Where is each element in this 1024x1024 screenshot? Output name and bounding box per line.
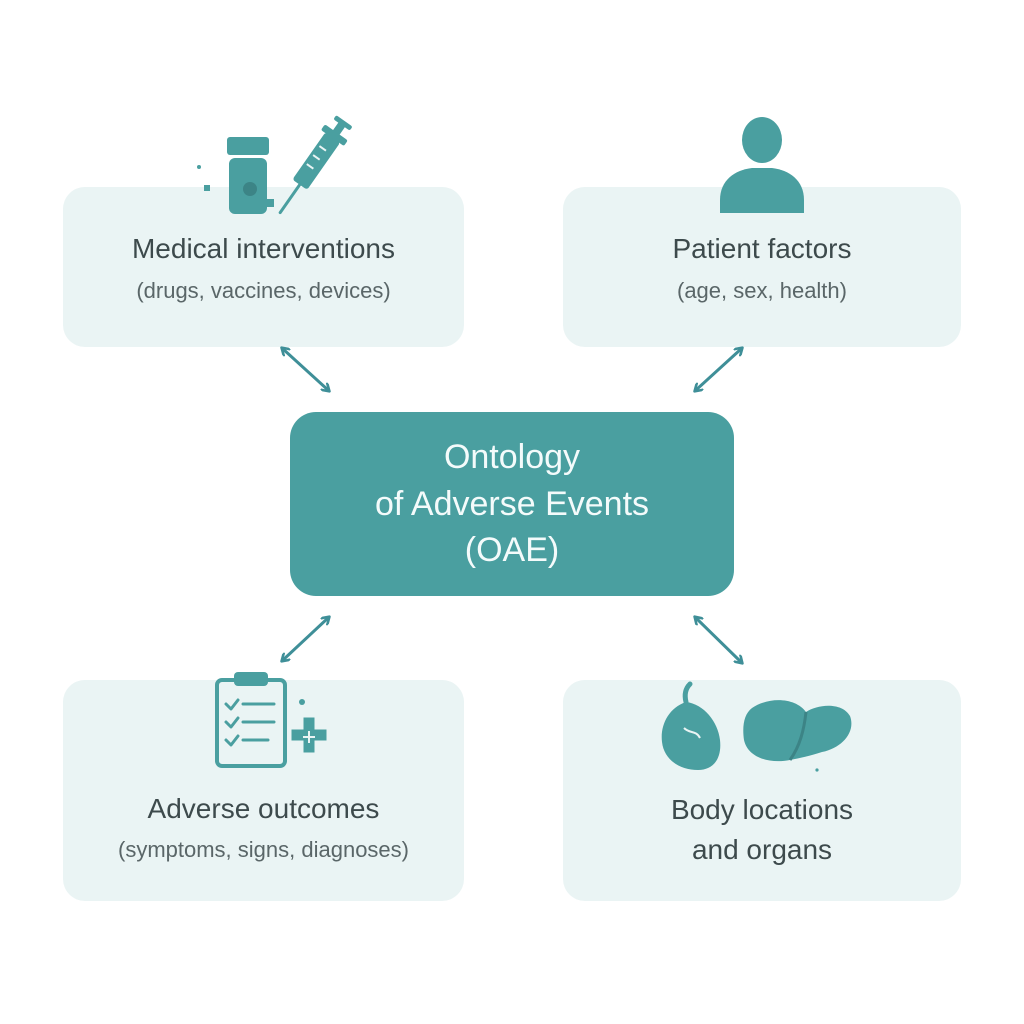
syringe-icon bbox=[278, 115, 352, 215]
adverse-outcomes-card: Adverse outcomes (symptoms, signs, diagn… bbox=[63, 680, 464, 901]
center-title-line1: Ontology bbox=[443, 437, 581, 476]
liver-icon bbox=[743, 700, 852, 772]
medical-interventions-title: Medical interventions bbox=[131, 233, 396, 265]
medical-interventions-subtitle: (drugs, vaccines, devices) bbox=[136, 277, 391, 303]
clipboard-checklist-icon bbox=[215, 672, 330, 768]
body-locations-title-line2: and organs bbox=[691, 833, 833, 865]
center-title-line3: (OAE) bbox=[464, 531, 560, 570]
heart-icon bbox=[661, 681, 721, 770]
arrow-patient-to-center bbox=[696, 349, 741, 390]
center-title-line2: of Adverse Events bbox=[374, 484, 650, 523]
patient-factors-title: Patient factors bbox=[672, 233, 852, 265]
patient-factors-card: Patient factors (age, sex, health) bbox=[563, 187, 961, 347]
adverse-outcomes-title: Adverse outcomes bbox=[147, 792, 380, 824]
oae-center-node: Ontology of Adverse Events (OAE) bbox=[290, 412, 734, 596]
adverse-outcomes-subtitle: (symptoms, signs, diagnoses) bbox=[118, 837, 409, 863]
arrow-center-to-adverse bbox=[283, 618, 328, 660]
pill-bottle-icon bbox=[197, 137, 274, 214]
arrow-medical-to-center bbox=[283, 349, 328, 390]
arrow-center-to-body bbox=[696, 618, 741, 662]
person-icon bbox=[720, 117, 804, 213]
body-locations-title-line1: Body locations bbox=[670, 794, 854, 826]
medical-interventions-card: Medical interventions (drugs, vaccines, … bbox=[63, 187, 464, 347]
body-locations-title: Body locations and organs bbox=[671, 790, 853, 868]
patient-factors-subtitle: (age, sex, health) bbox=[677, 277, 847, 303]
